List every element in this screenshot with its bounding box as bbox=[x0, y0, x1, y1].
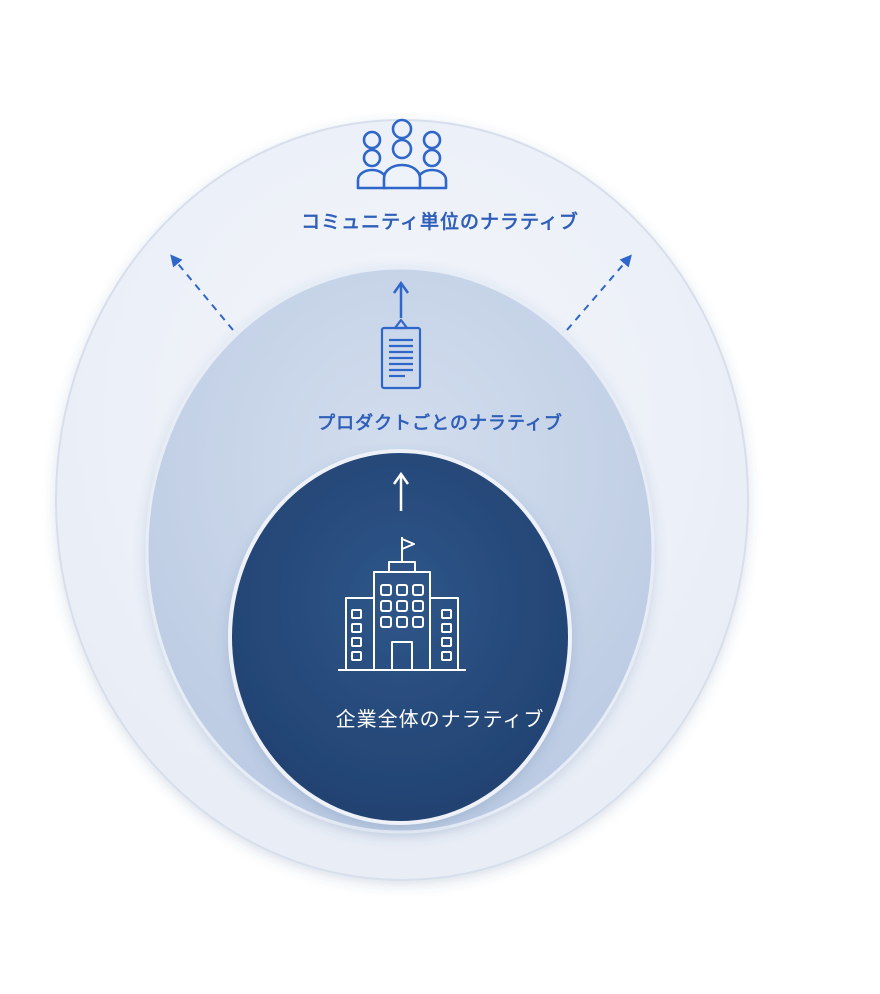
office-building-icon bbox=[338, 537, 466, 671]
arrow-up-middle-to-outer bbox=[392, 280, 410, 318]
arrow-up-inner-to-middle bbox=[392, 471, 410, 511]
clipboard-document-icon bbox=[380, 318, 422, 390]
dashed-arrow-right bbox=[566, 254, 632, 331]
middle-layer-label: プロダクトごとのナラティブ bbox=[317, 413, 563, 434]
outer-layer-label: コミュニティ単位のナラティブ bbox=[301, 211, 579, 233]
inner-circle bbox=[228, 449, 572, 825]
people-group-icon bbox=[356, 118, 448, 190]
dashed-arrow-left bbox=[170, 254, 234, 331]
inner-layer-label: 企業全体のナラティブ bbox=[335, 707, 545, 731]
